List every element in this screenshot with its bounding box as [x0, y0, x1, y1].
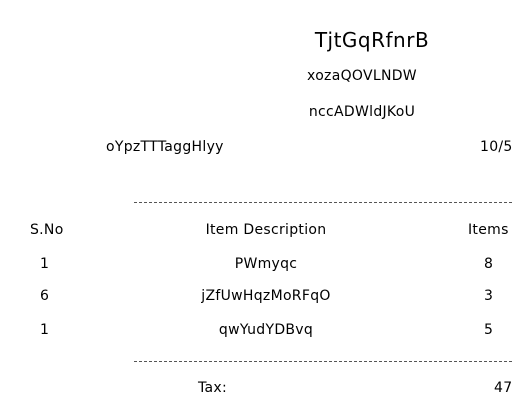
row-3-sno: 1: [40, 322, 50, 338]
row-1-sno: 1: [40, 256, 50, 272]
receipt-subtitle-1: xozaQOVLNDW: [307, 68, 417, 84]
receipt-title: TjtGqRfnrB: [314, 28, 430, 52]
separator-bottom: [134, 361, 512, 362]
row-2-description: jZfUwHqzMoRFqO: [201, 288, 331, 304]
customer-name: oYpzTTTaggHlyy: [106, 139, 224, 155]
row-2-sno: 6: [40, 288, 50, 304]
column-header-items: Items: [468, 222, 509, 238]
tax-label: Tax:: [198, 380, 228, 396]
row-3-description: qwYudYDBvq: [218, 322, 314, 338]
receipt-date: 10/5: [480, 139, 512, 155]
row-3-items: 5: [484, 322, 494, 338]
receipt-subtitle-2: nccADWldJKoU: [308, 104, 416, 120]
separator-top: [134, 202, 512, 203]
row-2-items: 3: [484, 288, 494, 304]
column-header-description: Item Description: [205, 222, 327, 238]
row-1-description: PWmyqc: [234, 256, 298, 272]
tax-value: 47: [494, 380, 512, 396]
row-1-items: 8: [484, 256, 494, 272]
column-header-sno: S.No: [30, 222, 64, 238]
